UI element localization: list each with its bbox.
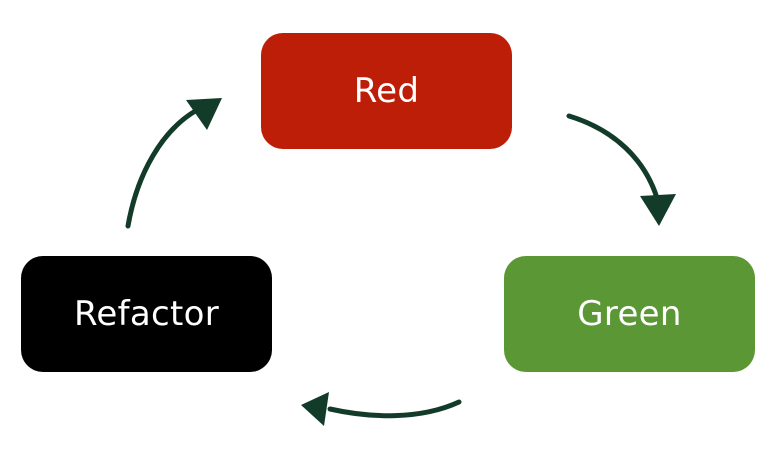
node-green-label: Green [577, 294, 682, 334]
arrow-green-to-refactor [301, 392, 462, 426]
node-red-label: Red [353, 71, 420, 111]
node-red: Red [261, 33, 512, 149]
arrow-red-to-green [566, 113, 676, 226]
arrow-refactor-to-red [125, 98, 222, 229]
node-refactor: Refactor [21, 256, 272, 372]
node-refactor-label: Refactor [73, 294, 220, 334]
node-green: Green [504, 256, 755, 372]
